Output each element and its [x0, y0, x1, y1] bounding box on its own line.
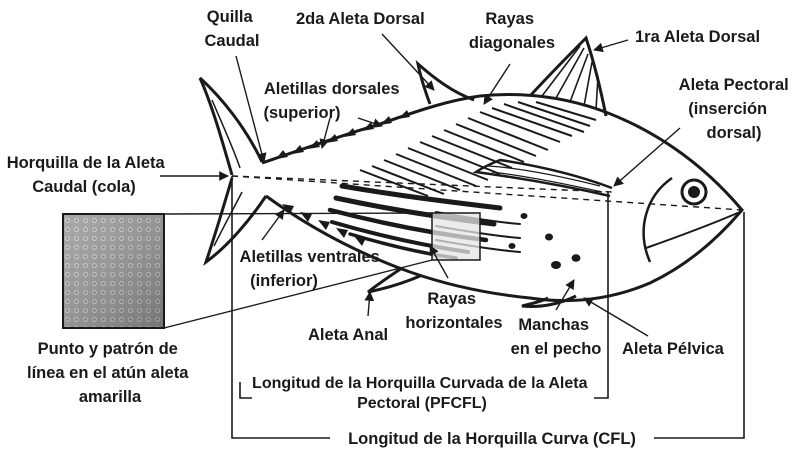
label-diagonal-stripes: Rayas diagonales: [469, 10, 555, 52]
label-quilla-caudal: Quilla Caudal: [204, 8, 259, 50]
second-dorsal-fin: [418, 64, 474, 104]
label-chest-spots: Manchas en el pecho: [511, 316, 602, 358]
caudal-fin: [200, 78, 262, 175]
label-ventral-finlets: Aletillas ventrales (inferior): [240, 248, 385, 290]
chest-spots: [509, 213, 581, 269]
label-second-dorsal-fin: 2da Aleta Dorsal: [296, 10, 425, 28]
ventral-finlets: [282, 204, 366, 246]
label-dorsal-finlets: Aletillas dorsales (superior): [263, 80, 404, 122]
sample-box: [432, 213, 480, 260]
pectoral-fin: [476, 160, 612, 196]
diagonal-stripes: [360, 102, 596, 196]
label-skin-pattern: Punto y patrón de línea en el atún aleta…: [27, 340, 193, 406]
label-pelvic-fin: Aleta Pélvica: [622, 340, 725, 358]
label-pfcfl: Longitud de la Horquilla Curvada de la A…: [252, 375, 592, 412]
gill-cover: [644, 178, 672, 262]
label-anal-fin: Aleta Anal: [308, 326, 388, 344]
eye: [682, 180, 706, 204]
label-cfl: Longitud de la Horquilla Curva (CFL): [348, 430, 636, 448]
label-first-dorsal-fin: 1ra Aleta Dorsal: [635, 28, 760, 46]
skin-pattern-inset: [63, 213, 432, 328]
tuna-illustration: [200, 38, 742, 307]
label-horizontal-stripes: Rayas horizontales: [405, 290, 502, 332]
label-pectoral-fin: Aleta Pectoral (inserción dorsal): [679, 76, 794, 142]
label-caudal-fork: Horquilla de la Aleta Caudal (cola): [7, 154, 170, 196]
